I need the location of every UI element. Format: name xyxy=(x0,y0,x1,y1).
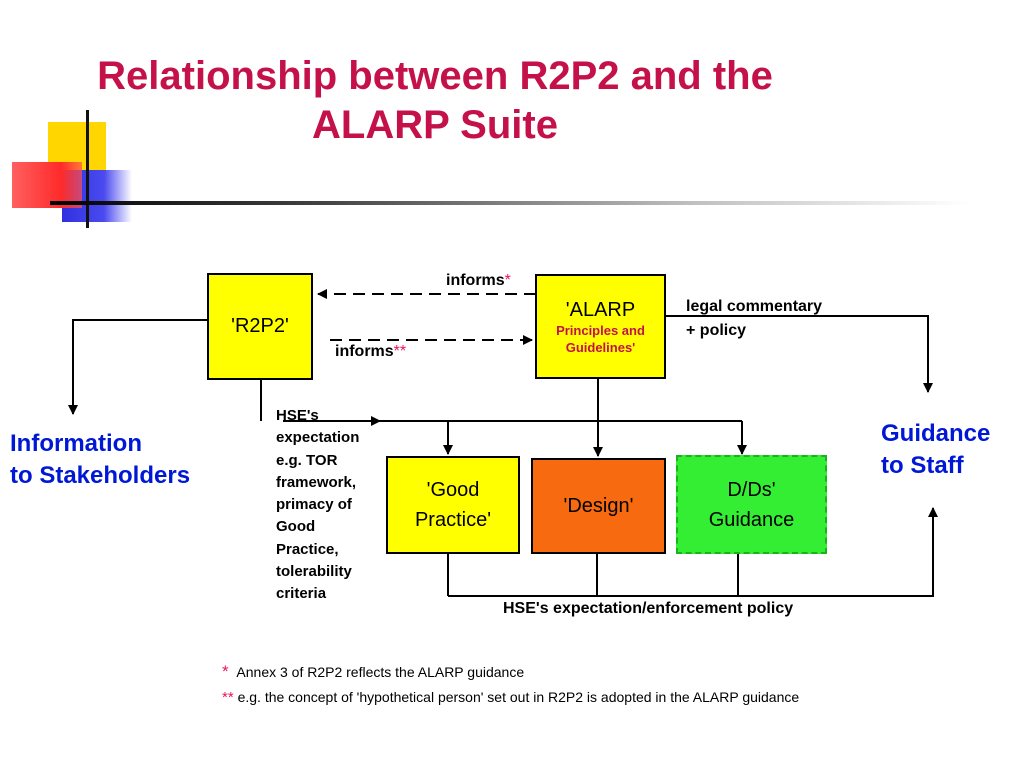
footnote-1-text: Annex 3 of R2P2 reflects the ALARP guida… xyxy=(236,664,525,680)
good-practice-line-1: 'Good xyxy=(426,479,480,501)
informs-bottom-label: informs** xyxy=(335,343,406,361)
enforcement-to-staff-line xyxy=(448,507,938,597)
info-line-2: to Stakeholders xyxy=(10,462,191,489)
logo-vertical-line xyxy=(86,110,89,228)
header-rule xyxy=(50,201,970,205)
guidance-to-staff: Guidance to Staff xyxy=(881,418,990,482)
hse-exp-line: framework, xyxy=(276,473,357,491)
hse-exp-line: Practice, xyxy=(276,540,339,558)
hse-exp-line: HSE's xyxy=(276,407,319,424)
dds-line-1: D/Ds' xyxy=(727,478,776,501)
design-box: 'Design' xyxy=(531,458,666,554)
alarp-title: 'ALARP xyxy=(565,298,636,321)
guidance-line-2: to Staff xyxy=(881,452,964,479)
r2p2-to-stakeholders-line xyxy=(68,319,208,415)
informs-top-text: informs xyxy=(446,272,505,289)
footnote-1-mark: * xyxy=(222,662,229,681)
alarp-subtitle-2: Guidelines' xyxy=(565,339,636,355)
hse-enforcement-label: HSE's expectation/enforcement policy xyxy=(503,600,794,617)
alarp-subtitle-1: Principles and xyxy=(556,322,645,338)
page-title: Relationship between R2P2 and the ALARP … xyxy=(40,52,830,150)
legal-line-1: legal commentary xyxy=(686,298,823,315)
dds-line-2: Guidance xyxy=(708,508,795,531)
hse-expectation-label: HSE's expectation e.g. TOR framework, pr… xyxy=(276,405,359,606)
alarp-box: 'ALARP Principles and Guidelines' xyxy=(535,274,666,379)
hse-exp-line: expectation xyxy=(276,429,360,447)
information-to-stakeholders: Information to Stakeholders xyxy=(10,428,190,492)
decorative-logo xyxy=(0,100,150,230)
title-line-1: Relationship between R2P2 and the xyxy=(97,54,773,98)
hse-exp-line: primacy of xyxy=(276,496,352,514)
informs-top-mark: * xyxy=(504,272,511,289)
guidance-line-1: Guidance xyxy=(881,420,991,447)
hse-exp-line: Good xyxy=(276,518,316,536)
hse-exp-line: tolerability xyxy=(276,563,352,581)
alarp-to-staff-line xyxy=(665,315,933,393)
legal-commentary-label: legal commentary + policy xyxy=(686,295,822,343)
hse-exp-line: criteria xyxy=(276,585,327,603)
good-practice-line-2: Practice' xyxy=(414,509,492,531)
legal-line-2: + policy xyxy=(686,322,747,339)
r2p2-label: 'R2P2' xyxy=(231,315,289,337)
dds-guidance-box: D/Ds' Guidance xyxy=(676,455,827,554)
footnote-2: ** e.g. the concept of 'hypothetical per… xyxy=(222,689,799,706)
informs-bottom-text: informs xyxy=(335,343,394,360)
footnote-2-mark: ** xyxy=(222,689,234,706)
title-line-2: ALARP Suite xyxy=(312,103,558,147)
informs-bottom-mark: ** xyxy=(393,343,407,360)
footnote-1: * Annex 3 of R2P2 reflects the ALARP gui… xyxy=(222,662,524,682)
footnote-2-text: e.g. the concept of 'hypothetical person… xyxy=(237,689,800,705)
good-practice-box: 'Good Practice' xyxy=(386,456,520,554)
r2p2-box: 'R2P2' xyxy=(207,273,313,380)
design-label: 'Design' xyxy=(563,494,634,517)
info-line-1: Information xyxy=(10,430,142,457)
logo-red-square xyxy=(12,162,82,208)
informs-top-label: informs* xyxy=(446,272,511,290)
hse-exp-line: e.g. TOR xyxy=(276,451,338,469)
